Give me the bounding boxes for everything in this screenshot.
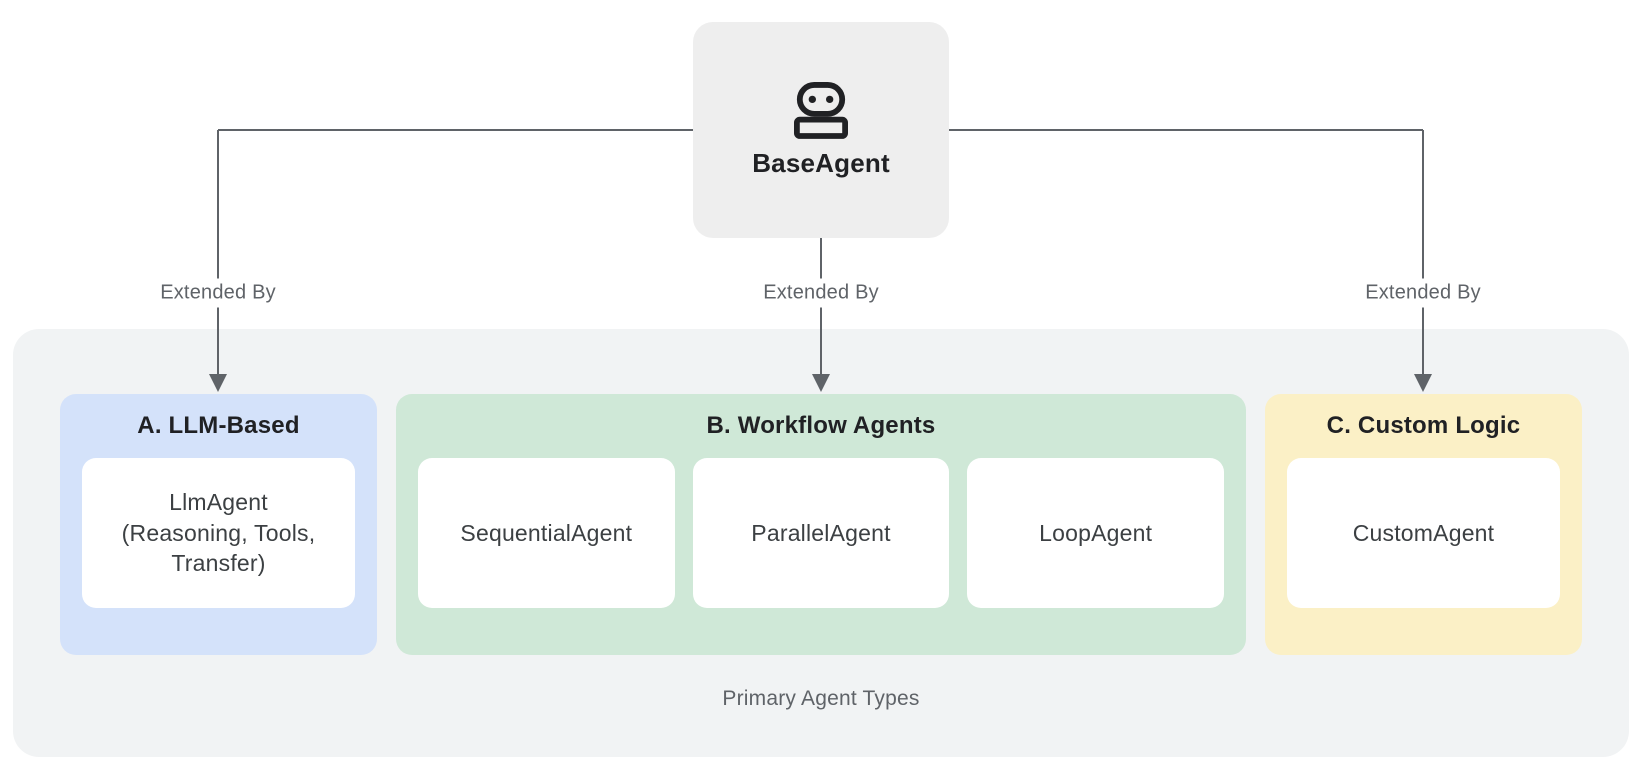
robot-icon — [794, 82, 848, 139]
group-cards: LlmAgent (Reasoning, Tools, Transfer) — [60, 458, 377, 608]
card-line: LlmAgent — [169, 489, 268, 516]
group-custom-logic: C. Custom Logic CustomAgent — [1265, 394, 1582, 655]
card-line: ParallelAgent — [751, 519, 891, 546]
arrowhead-right — [1414, 374, 1432, 392]
card-line: CustomAgent — [1352, 519, 1495, 546]
group-workflow-agents: B. Workflow Agents SequentialAgent Paral… — [396, 394, 1246, 655]
arrowhead-left — [209, 374, 227, 392]
extended-by-label-middle: Extended By — [753, 278, 889, 308]
agent-card-customagent: CustomAgent — [1287, 458, 1560, 608]
group-cards: SequentialAgent ParallelAgent LoopAgent — [396, 458, 1246, 608]
group-cards: CustomAgent — [1265, 458, 1582, 608]
group-title-custom-logic: C. Custom Logic — [1326, 412, 1521, 439]
card-line: SequentialAgent — [460, 519, 633, 546]
agent-card-loopagent: LoopAgent — [967, 458, 1225, 608]
panel-caption: Primary Agent Types — [722, 687, 920, 710]
agent-card-parallelagent: ParallelAgent — [692, 458, 950, 608]
extended-by-label-left: Extended By — [150, 278, 286, 308]
card-line: (Reasoning, Tools, — [121, 519, 316, 546]
agent-card-llmagent: LlmAgent (Reasoning, Tools, Transfer) — [82, 458, 355, 608]
agent-card-sequentialagent: SequentialAgent — [418, 458, 675, 608]
arrowhead-middle — [812, 374, 830, 392]
card-line: Transfer) — [171, 550, 266, 577]
card-line: LoopAgent — [1039, 519, 1153, 546]
group-title-llm-based: A. LLM-Based — [137, 412, 300, 439]
group-llm-based: A. LLM-Based LlmAgent (Reasoning, Tools,… — [60, 394, 377, 655]
extended-by-label-right: Extended By — [1355, 278, 1491, 308]
base-agent-label: BaseAgent — [752, 148, 890, 178]
group-title-workflow-agents: B. Workflow Agents — [706, 412, 936, 439]
base-agent-node: BaseAgent — [693, 22, 949, 238]
